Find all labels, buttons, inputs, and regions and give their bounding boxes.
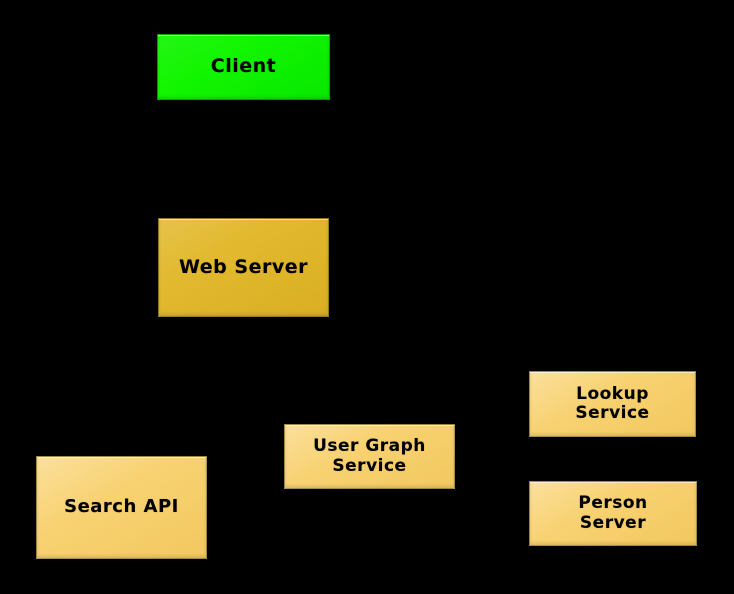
diagram-node-person-server[interactable]: Person Server xyxy=(529,481,697,546)
diagram-node-client[interactable]: Client xyxy=(157,34,330,100)
diagram-node-web-server[interactable]: Web Server xyxy=(158,218,329,317)
diagram-node-lookup-service[interactable]: Lookup Service xyxy=(529,371,696,437)
diagram-node-user-graph-service[interactable]: User Graph Service xyxy=(284,424,455,489)
diagram-node-label: Person Server xyxy=(578,493,648,533)
diagram-node-label: Web Server xyxy=(179,255,308,278)
diagram-node-label: Search API xyxy=(64,496,179,518)
diagram-node-search-api[interactable]: Search API xyxy=(36,456,207,559)
diagram-node-label: User Graph Service xyxy=(313,436,426,476)
diagram-node-label: Client xyxy=(210,55,277,78)
diagram-node-label: Lookup Service xyxy=(575,383,650,423)
